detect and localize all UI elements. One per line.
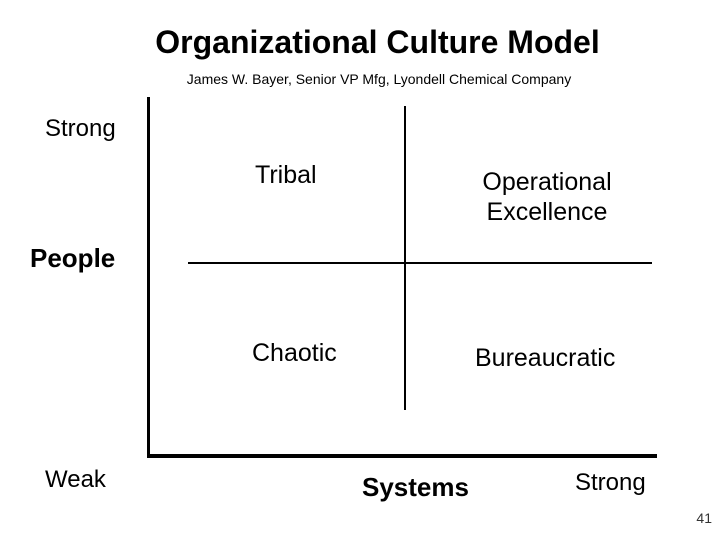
x-axis-label: Systems — [362, 472, 469, 502]
y-axis-bottom-label: Weak — [45, 466, 106, 493]
y-axis-top-label: Strong — [45, 115, 116, 142]
slide-subtitle: James W. Bayer, Senior VP Mfg, Lyondell … — [186, 71, 572, 87]
quadrant-bottom-right-label: Bureaucratic — [475, 344, 616, 372]
quadrant-bottom-left-label: Chaotic — [252, 339, 337, 367]
quadrant-horizontal-divider — [188, 262, 652, 264]
y-axis-line — [147, 97, 150, 458]
page-number: 41 — [696, 510, 712, 526]
page-title: Organizational Culture Model — [155, 24, 600, 60]
x-axis-line — [147, 454, 657, 458]
x-axis-right-label: Strong — [575, 469, 646, 496]
quadrant-top-right-label: Operational Excellence — [482, 168, 612, 226]
y-axis-label: People — [30, 243, 116, 273]
quadrant-vertical-divider — [404, 106, 406, 410]
quadrant-top-left-label: Tribal — [255, 161, 317, 189]
